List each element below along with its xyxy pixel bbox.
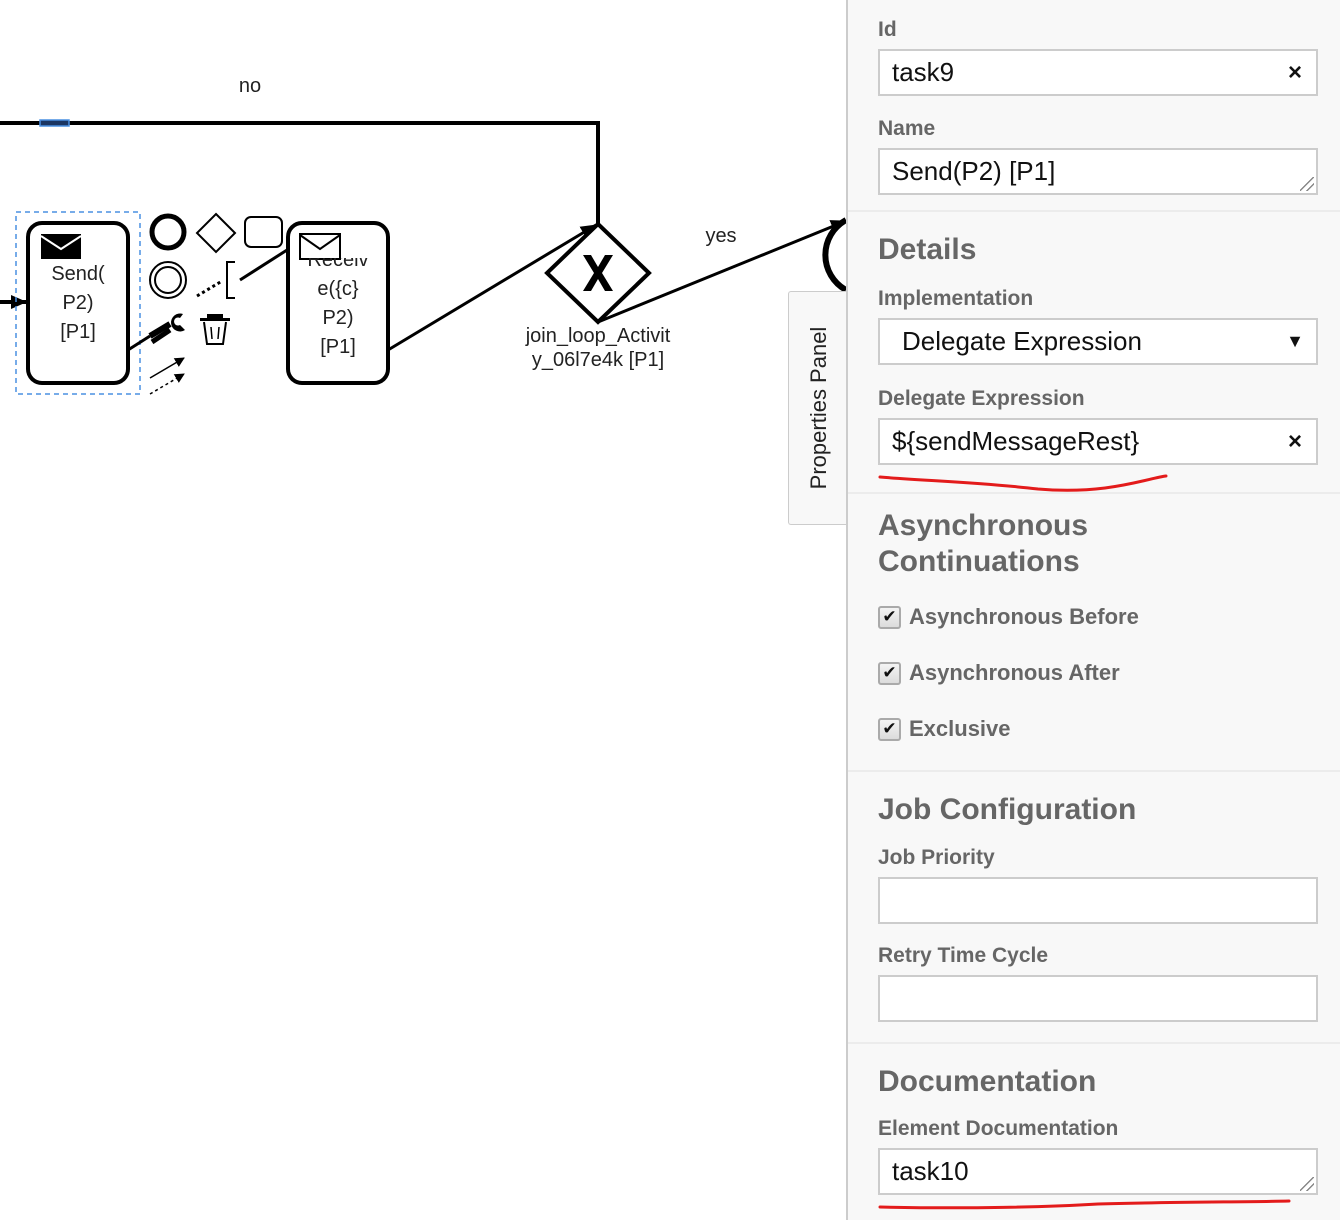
gateway-label[interactable]: join_loop_Activit y_06l7e4k [P1] (525, 325, 671, 371)
connect-icon[interactable] (149, 357, 185, 395)
exclusive-label: Exclusive (909, 716, 1011, 741)
delegate-expression-value: ${sendMessageRest} (892, 426, 1140, 456)
flow-label-yes[interactable]: yes (705, 225, 737, 247)
event-shape-partial[interactable] (822, 217, 846, 293)
name-label: Name (878, 117, 936, 140)
exclusive-gateway[interactable] (544, 221, 652, 325)
group-documentation: Documentation Element Documentation task… (848, 1044, 1340, 1195)
exclusive-checkbox[interactable]: ✔ (878, 717, 901, 741)
async-title-line1: Asynchronous (878, 509, 1089, 542)
delegate-expression-label: Delegate Expression (878, 387, 1085, 410)
implementation-label: Implementation (878, 287, 1034, 310)
end-event-icon[interactable] (149, 213, 187, 251)
receive-task-label: Receiv e({c} P2) [P1] (307, 249, 369, 358)
sequence-flow-no[interactable] (0, 121, 600, 226)
resize-handle-icon[interactable] (1300, 1177, 1314, 1191)
task-icon[interactable] (244, 216, 283, 248)
send-task-label: Send( P2) [P1] (51, 263, 105, 343)
delegate-expression-clear-icon[interactable]: × (1287, 428, 1302, 455)
async-title-line2: Continuations (878, 545, 1080, 578)
job-priority-label: Job Priority (878, 846, 995, 869)
flow-label-handle[interactable] (39, 119, 70, 127)
retry-time-cycle-input[interactable] (878, 975, 1318, 1022)
element-documentation-label: Element Documentation (878, 1117, 1119, 1140)
connect-preview (148, 321, 172, 339)
sequence-flow-send-receive[interactable] (127, 334, 151, 352)
flow-label-no[interactable]: no (238, 75, 262, 97)
element-documentation-textarea[interactable]: task10 (878, 1148, 1318, 1195)
id-clear-icon[interactable]: × (1287, 59, 1302, 86)
sequence-flow-receive-gateway[interactable] (387, 223, 597, 352)
name-textarea-value: Send(P2) [P1] (892, 156, 1056, 186)
id-input-value: task9 (892, 57, 955, 87)
diagram-canvas[interactable]: no yes Send( P2) [P1] Receiv e({c} P2) [… (0, 0, 846, 1220)
async-after-option[interactable]: ✔ Asynchronous After (878, 658, 1316, 688)
details-title: Details (878, 233, 977, 266)
red-underline-documentation (878, 1199, 1291, 1210)
intermediate-event-icon[interactable] (149, 261, 187, 299)
implementation-select[interactable]: Delegate Expression ▼ (878, 318, 1318, 365)
group-async-continuations: Asynchronous Continuations ✔ Asynchronou… (848, 494, 1340, 772)
delegate-expression-input[interactable]: ${sendMessageRest} × (878, 418, 1318, 465)
context-pad (149, 212, 283, 395)
element-documentation-value: task10 (892, 1156, 969, 1186)
group-details: Details Implementation Delegate Expressi… (848, 212, 1340, 494)
properties-panel: Id task9 × Name Send(P2) [P1] Details Im… (846, 0, 1340, 1220)
async-before-label: Asynchronous Before (909, 604, 1139, 629)
properties-panel-toggle[interactable]: Properties Panel (788, 291, 848, 525)
bpmn-diagram (0, 119, 846, 395)
implementation-select-value: Delegate Expression (902, 326, 1142, 356)
retry-time-cycle-label: Retry Time Cycle (878, 944, 1049, 967)
gateway-icon[interactable] (195, 212, 237, 254)
exclusive-option[interactable]: ✔ Exclusive (878, 714, 1316, 744)
sequence-flow-yes[interactable] (597, 219, 846, 324)
dropdown-arrow-icon: ▼ (1286, 331, 1304, 351)
wrench-icon[interactable] (150, 313, 185, 345)
documentation-title: Documentation (878, 1065, 1097, 1098)
trash-icon[interactable] (200, 314, 230, 345)
async-before-checkbox[interactable]: ✔ (878, 605, 901, 629)
async-after-label: Asynchronous After (909, 660, 1120, 685)
id-input[interactable]: task9 × (878, 49, 1318, 96)
job-configuration-title: Job Configuration (878, 793, 1137, 826)
id-label: Id (878, 18, 897, 41)
send-task-shape[interactable] (26, 221, 130, 385)
group-general: Id task9 × Name Send(P2) [P1] (848, 0, 1340, 212)
name-textarea[interactable]: Send(P2) [P1] (878, 148, 1318, 195)
async-after-checkbox[interactable]: ✔ (878, 661, 901, 685)
async-before-option[interactable]: ✔ Asynchronous Before (878, 602, 1316, 632)
receive-message-icon (299, 233, 341, 260)
group-job-configuration: Job Configuration Job Priority Retry Tim… (848, 772, 1340, 1044)
resize-handle-icon[interactable] (1300, 177, 1314, 191)
properties-panel-toggle-label: Properties Panel (805, 326, 831, 490)
text-annotation-icon[interactable] (196, 261, 235, 299)
gateway-x-icon (583, 255, 613, 291)
receive-task-shape[interactable] (286, 221, 390, 385)
send-message-icon (40, 234, 82, 259)
job-priority-input[interactable] (878, 877, 1318, 924)
